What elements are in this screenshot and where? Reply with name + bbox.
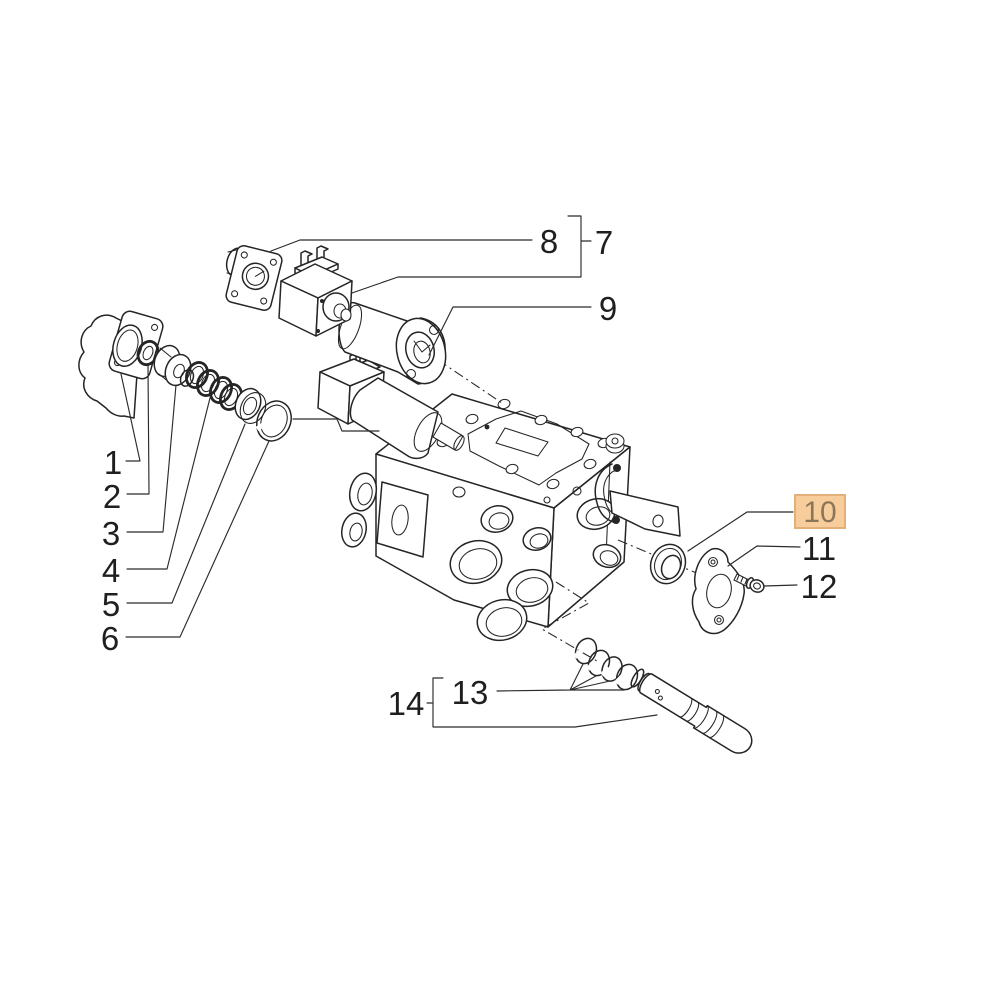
callout-11: 11 [802,530,836,567]
leader-line-6 [125,440,270,638]
leader-line-12 [763,584,798,587]
bracket-14 [426,677,658,728]
callout-9: 9 [599,290,617,327]
leader-line-13 [496,663,625,692]
callout-6: 6 [101,620,119,657]
centerline-part9-to-body [437,359,503,404]
connector-flange-part-8 [225,245,283,311]
callout-13: 13 [452,674,489,711]
callout-12: 12 [801,568,838,605]
spool-part-14 [630,668,753,754]
leader-line-2 [126,365,150,495]
callout-1: 1 [104,444,122,481]
solenoid-spool-assembly [317,348,465,460]
snap-ring-part-6 [255,400,292,442]
leader-line-11 [727,545,801,567]
callout-3: 3 [102,515,120,552]
bracket-7 [351,215,592,294]
callout-10-highlight: 10 [794,494,846,529]
leader-line-8 [270,239,533,252]
o-ring-part-4 [185,361,220,397]
leader-line-1 [120,373,141,462]
leader-line-3 [126,384,177,533]
callout-5: 5 [102,586,120,623]
seal-kit-part-13 [573,637,639,691]
callout-4: 4 [102,552,120,589]
leader-line-9 [428,306,592,356]
leader-line-5 [126,423,246,604]
seal-ring-part-10 [649,543,687,585]
guide-line-ring6-to-body [292,418,380,432]
callout-10: 10 [803,496,836,529]
centerline-body-to-spool [540,581,598,662]
bushing-part-3 [153,344,195,387]
highlight-box [794,494,846,529]
callout-2: 2 [103,478,121,515]
lever-bracket [594,463,681,537]
leader-line-10 [687,511,794,552]
bolt-part-12 [733,573,765,593]
callout-14: 14 [388,685,425,722]
cover-plate-part-11 [691,547,745,635]
end-cap-part-1 [78,310,164,419]
solenoid-coil-part-7 [278,245,353,337]
callout-8: 8 [540,223,558,260]
valve-body [340,393,681,642]
leader-line-4 [126,397,211,570]
o-ring-part-5 [209,376,267,424]
callout-7: 7 [595,224,613,261]
